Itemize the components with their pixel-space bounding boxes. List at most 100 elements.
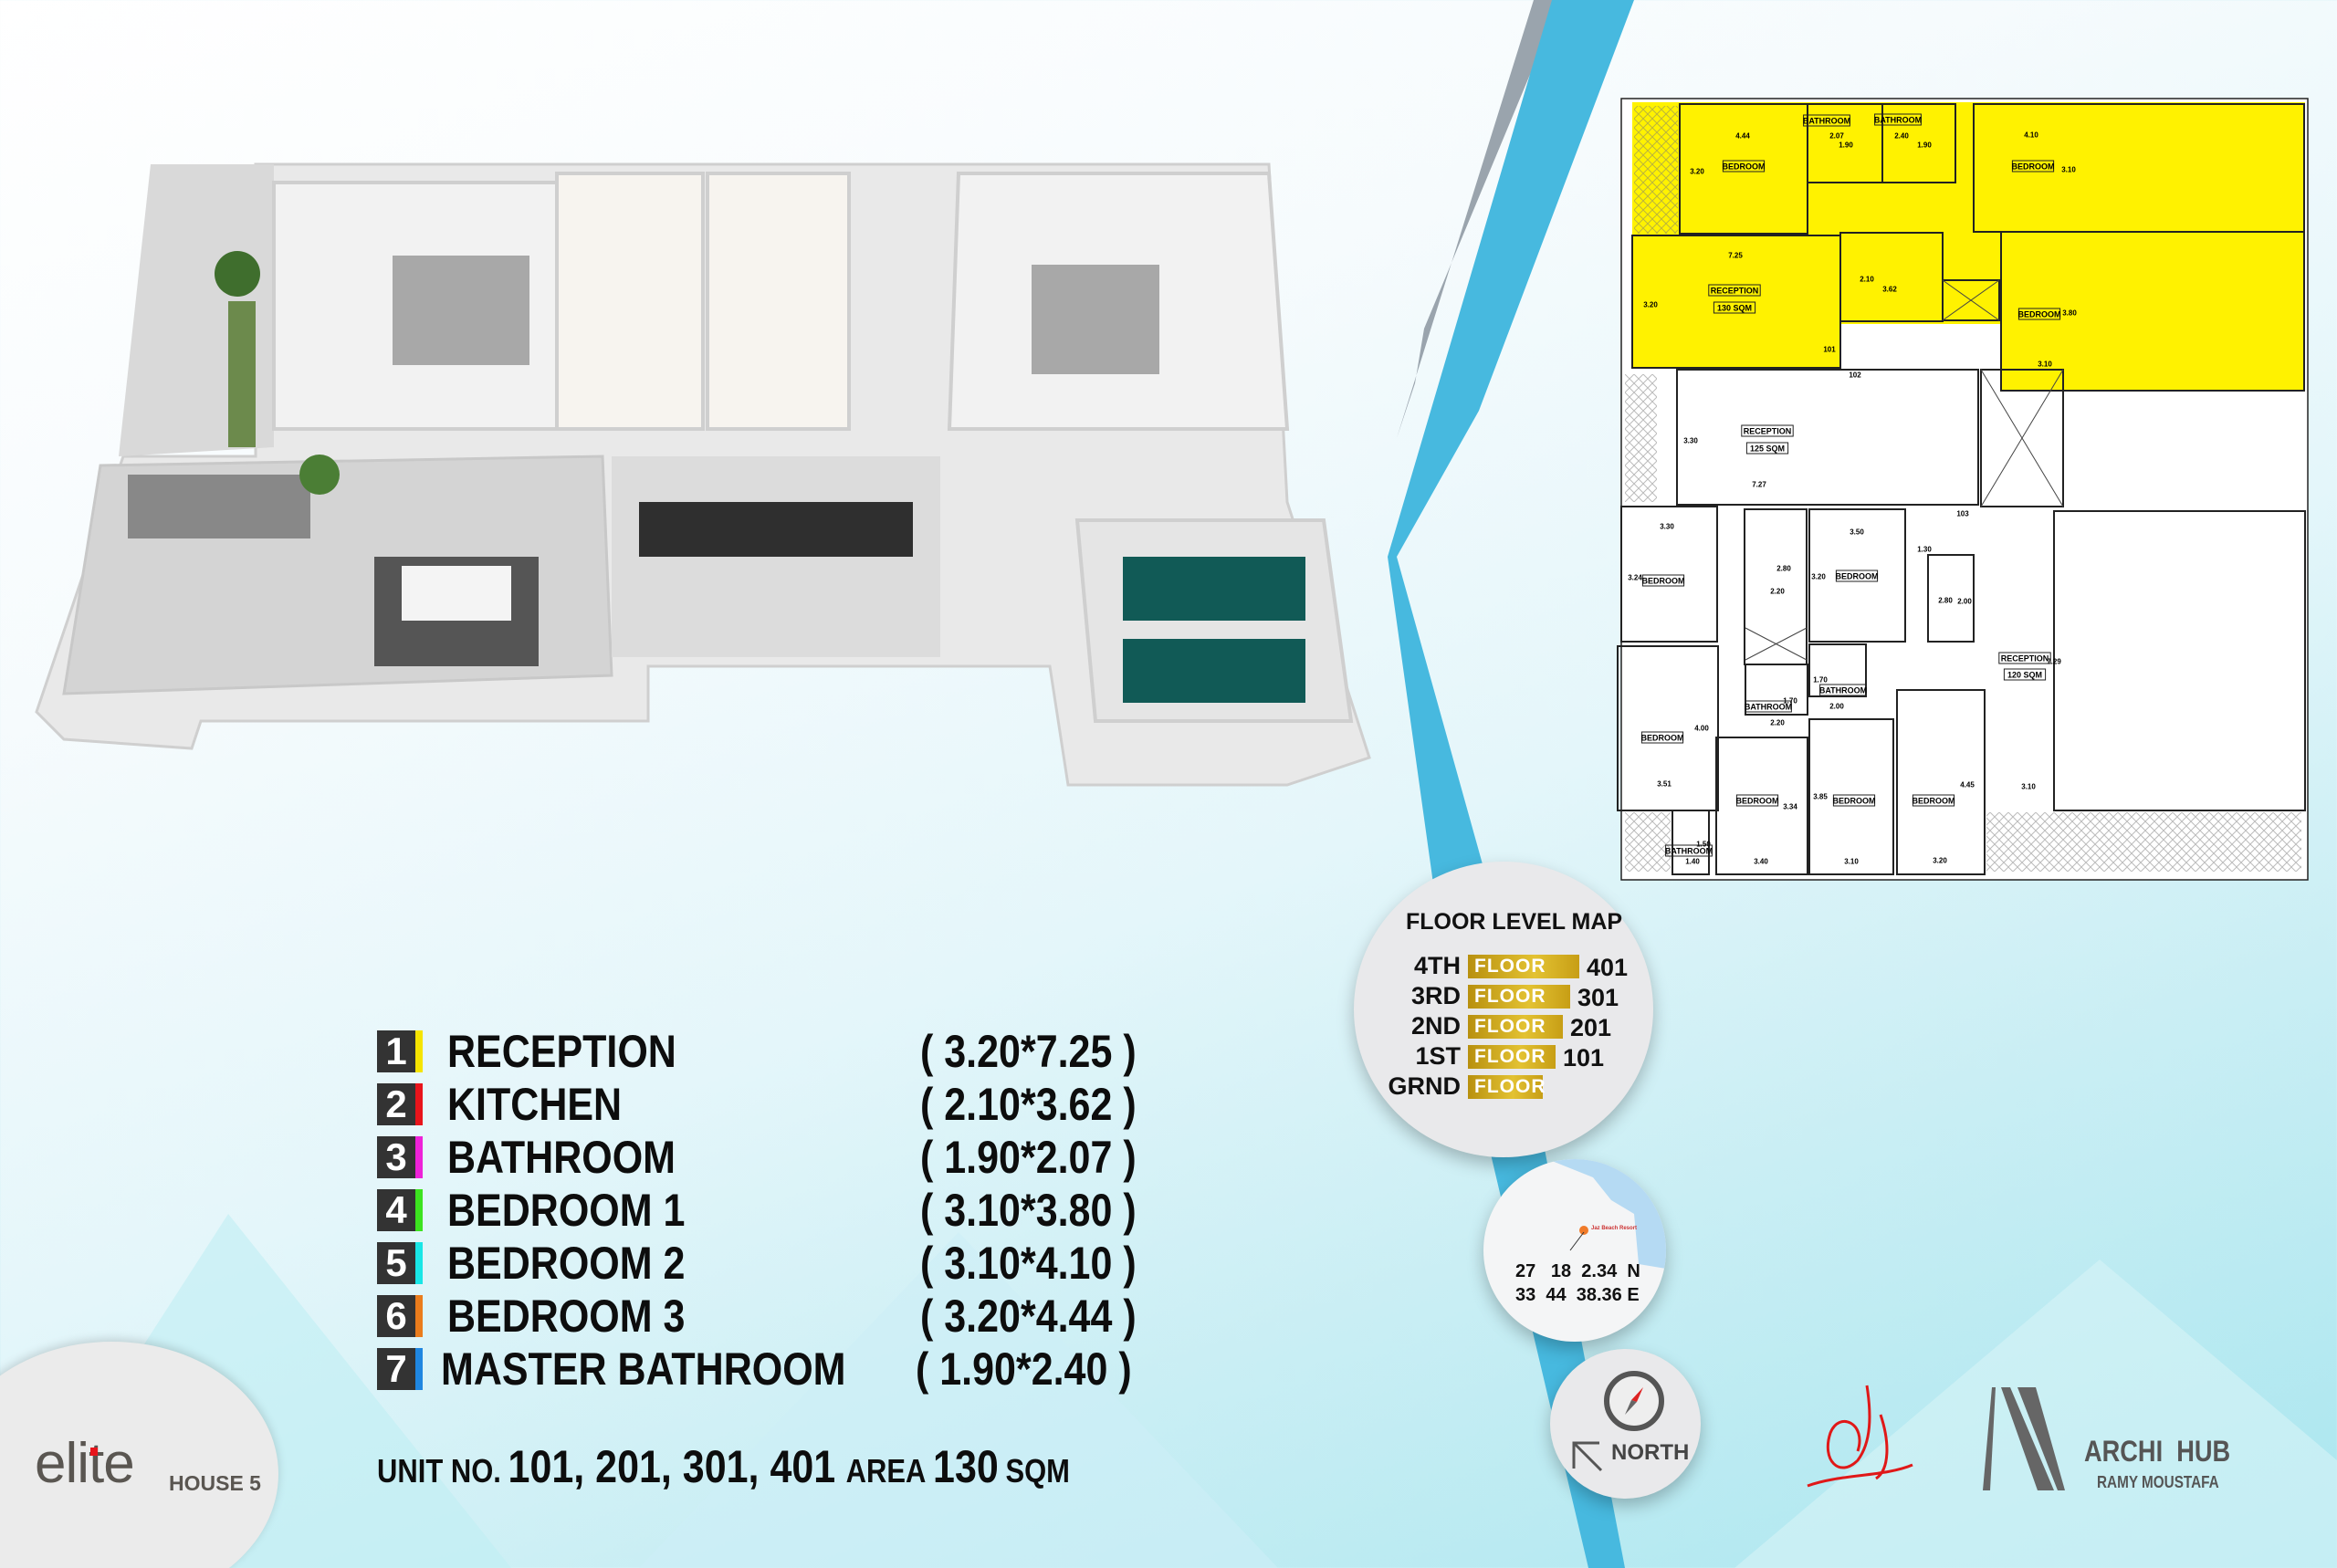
plan-dimension-label: 7.25 [1728, 252, 1743, 260]
plan-room-label: BEDROOM [1913, 797, 1955, 806]
plan-dimension-label: 3.20 [1933, 857, 1947, 865]
plan-dimension-label: 3.34 [1783, 803, 1797, 811]
architect-name: ARCHI HUB [2084, 1435, 2231, 1468]
room-color-stripe [415, 1083, 423, 1125]
plan-room-label: 125 SQM [1750, 444, 1785, 454]
plan-dimension-label: 4.44 [1735, 132, 1750, 141]
triangle-decor [639, 1232, 1278, 1568]
plan-room-label: BEDROOM [2012, 162, 2055, 172]
plan-dimension-label: 3.24 [1628, 574, 1642, 582]
brand-logo-dot [90, 1448, 98, 1456]
plan-dimension-label: 2.00 [1957, 598, 1972, 606]
unit-summary: UNIT NO. 101, 201, 301, 401 AREA 130 SQM [377, 1440, 1070, 1493]
room-row: 2 KITCHEN ( 2.10*3.62 ) [377, 1079, 1180, 1130]
room-number: 1 [377, 1030, 415, 1072]
map-pin-label: Jaz Beach Resort [1591, 1226, 1638, 1231]
floor-unit-number: 101 [1563, 1044, 1605, 1071]
unit-numbers: 101, 201, 301, 401 [508, 1441, 836, 1492]
unit-label: UNIT NO. [377, 1452, 501, 1490]
floor-level-map-badge [1354, 862, 1653, 1157]
longitude: 33 44 38.36 E [1515, 1285, 1640, 1305]
room-color-stripe [415, 1136, 423, 1178]
plan-dimension-label: 3.62 [1882, 286, 1897, 294]
room-dimensions: ( 3.20*7.25 ) [920, 1026, 1137, 1077]
archi-hub-logo-mark [1983, 1387, 2065, 1490]
plan-dimension-label: 3.20 [1811, 573, 1826, 581]
room-color-stripe [415, 1030, 423, 1072]
room-dimensions: ( 3.20*4.44 ) [920, 1291, 1137, 1342]
architect-person: RAMY MOUSTAFA [2097, 1473, 2219, 1491]
plan-dimension-label: 3.10 [2061, 166, 2076, 174]
floor-bar: FLOOR [1468, 985, 1570, 1009]
plan-dimension-label: 2.20 [1770, 719, 1785, 727]
location-map[interactable]: Jaz Beach Resort [1483, 1159, 1666, 1342]
room-color-stripe [415, 1242, 423, 1284]
plan-room-label: BATHROOM [1745, 703, 1792, 712]
floor-bar: FLOOR [1468, 955, 1579, 978]
plan-room-label: BEDROOM [1641, 734, 1684, 743]
plan-dimension-label: 103 [1956, 510, 1969, 518]
plan-room-label: BEDROOM [1642, 577, 1685, 586]
room-name: RECEPTION [447, 1026, 676, 1077]
plan-room-label: BEDROOM [2018, 310, 2061, 319]
brand-logo: elite [35, 1432, 135, 1495]
plan-dimension-label: 3.50 [1850, 528, 1864, 537]
plan-dimension-label: 102 [1849, 371, 1861, 380]
north-arrow-icon [1572, 1441, 1603, 1472]
plan-room-label: BATHROOM [1874, 116, 1922, 125]
room-dimensions: ( 1.90*2.40 ) [916, 1343, 1132, 1395]
room-number: 7 [377, 1348, 415, 1390]
plan-room-label: BATHROOM [1665, 847, 1713, 856]
compass-icon [1604, 1371, 1664, 1431]
area-unit: SQM [1005, 1452, 1070, 1490]
highlighted-unit [1632, 102, 2305, 391]
floor-unit-number: 201 [1570, 1014, 1612, 1041]
plan-room-label: 130 SQM [1717, 304, 1752, 313]
room-number: 5 [377, 1242, 415, 1284]
floor-level: 4TH [1413, 952, 1461, 979]
3d-floor-plan-render [35, 162, 1371, 787]
plan-dimension-label: 3.20 [1690, 168, 1704, 176]
plan-dimension-label: 2.80 [1776, 565, 1791, 573]
room-name: KITCHEN [447, 1079, 623, 1130]
plan-dimension-label: 3.40 [1754, 858, 1768, 866]
room-color-stripe [415, 1189, 423, 1231]
plan-dimension-label: 1.90 [1917, 141, 1932, 150]
plan-dimension-label: 3.10 [2021, 783, 2036, 791]
signature [1807, 1385, 1913, 1488]
room-number: 3 [377, 1136, 415, 1178]
plan-dimension-label: 2.07 [1829, 132, 1844, 141]
plan-room-label: BATHROOM [1819, 686, 1867, 695]
room-name: MASTER BATHROOM [441, 1343, 846, 1395]
floor-level: 2ND [1410, 1012, 1461, 1040]
room-number: 6 [377, 1295, 415, 1337]
room-color-stripe [415, 1295, 423, 1337]
plan-dimension-label: 3.85 [1813, 793, 1828, 801]
plan-dimension-label: 3.10 [1844, 858, 1859, 866]
plan-dimension-label: 2.10 [1860, 276, 1874, 284]
floor-map-title: FLOOR LEVEL MAP [1406, 909, 1623, 935]
room-row: 4 BEDROOM 1 ( 3.10*3.80 ) [377, 1185, 1180, 1236]
room-name: BEDROOM 1 [447, 1185, 686, 1236]
room-name: BEDROOM 2 [447, 1238, 686, 1289]
plan-dimension-label: 3.30 [1683, 437, 1698, 445]
plan-dimension-label: 7.29 [2047, 658, 2061, 666]
room-dimensions: ( 2.10*3.62 ) [920, 1079, 1137, 1130]
floor-bar: FLOOR [1468, 1075, 1546, 1099]
plan-dimension-label: 3.80 [2062, 309, 2077, 318]
plan-dimension-label: 1.30 [1917, 546, 1932, 554]
north-label: NORTH [1611, 1440, 1690, 1465]
room-dimensions: ( 3.10*3.80 ) [920, 1185, 1137, 1236]
floor-bar: FLOOR [1468, 1015, 1563, 1039]
room-number: 2 [377, 1083, 415, 1125]
plan-room-label: 120 SQM [2007, 671, 2042, 680]
room-number: 4 [377, 1189, 415, 1231]
plan-dimension-label: 3.10 [2038, 361, 2052, 369]
plan-dimension-label: 1.40 [1685, 858, 1700, 866]
